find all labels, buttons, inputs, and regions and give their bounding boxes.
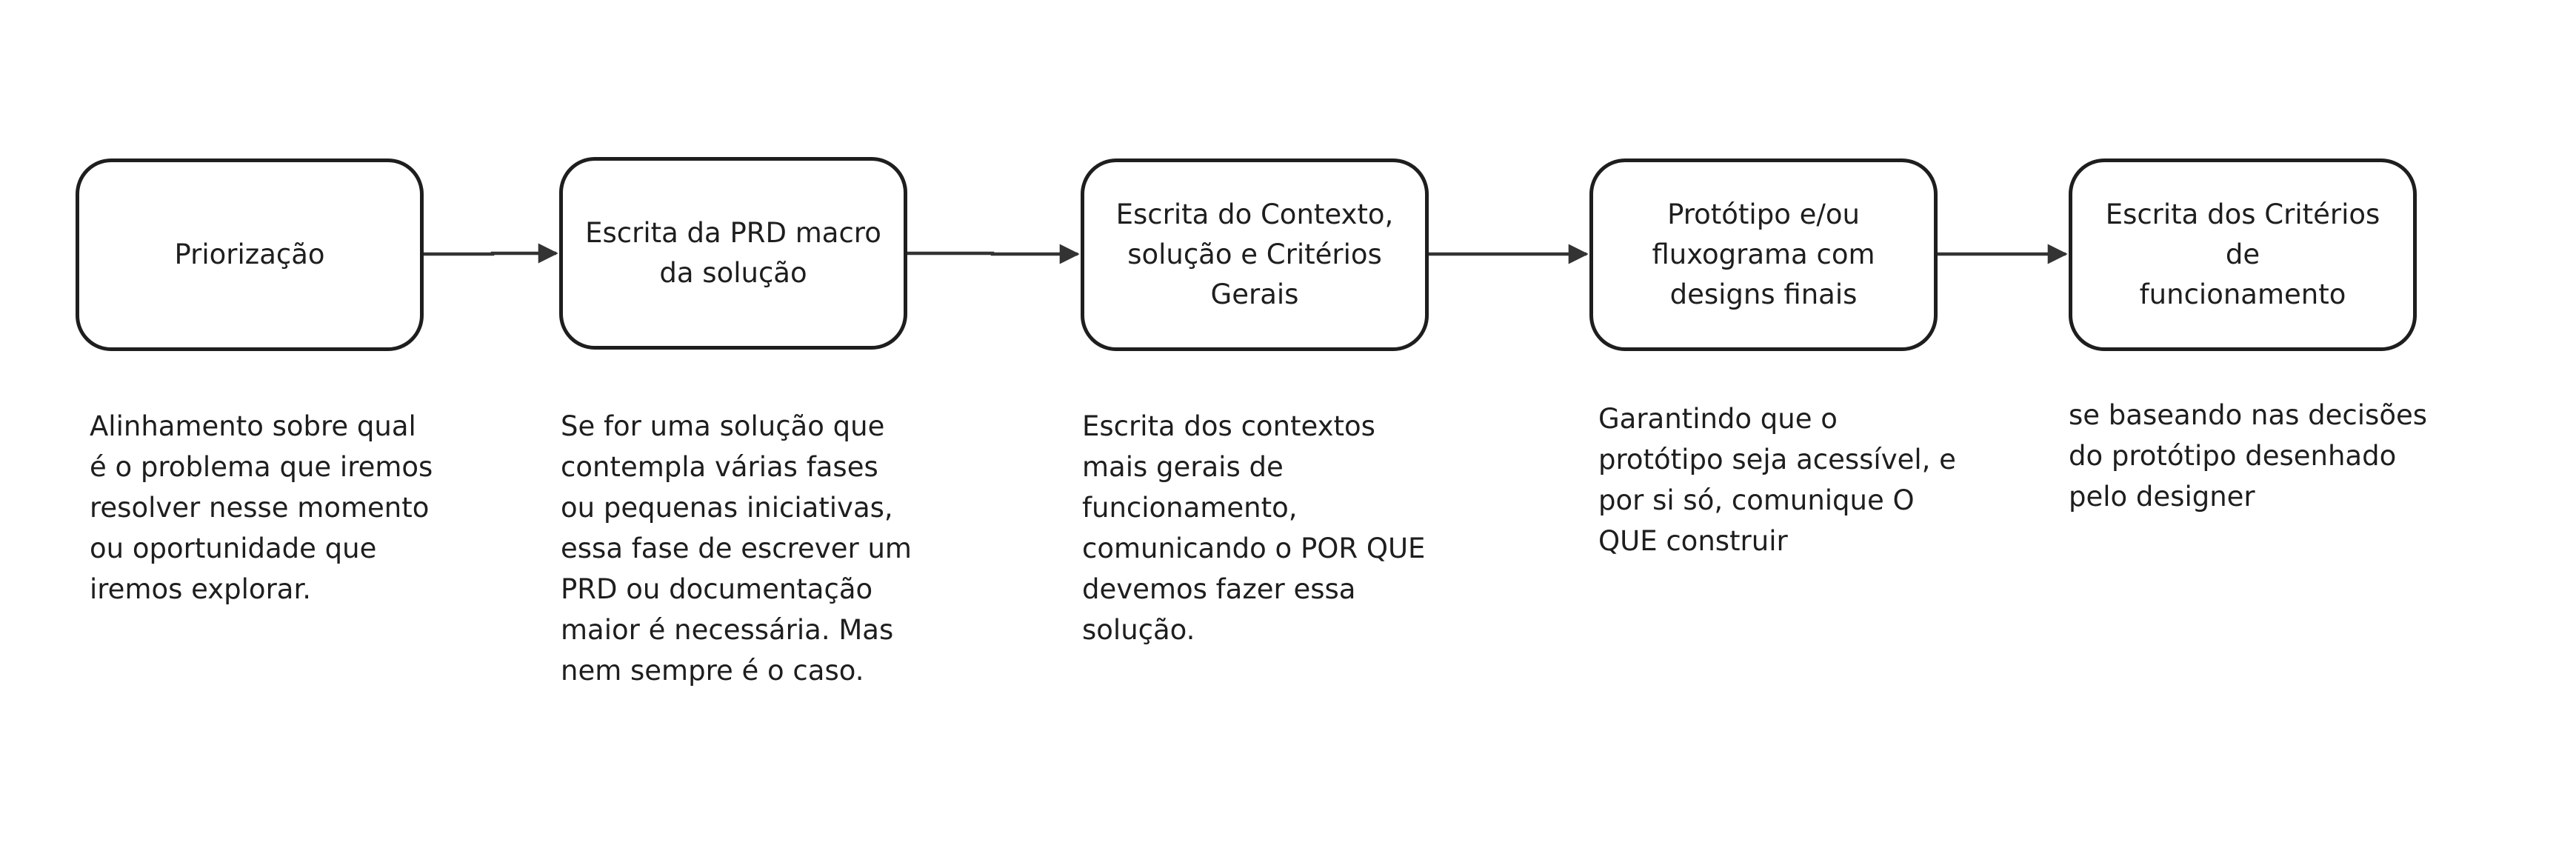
step-title-prototype: Protótipo e/ou fluxograma com designs fi… bbox=[1652, 198, 1875, 310]
connector-arrow-1-2 bbox=[424, 243, 558, 264]
step-description-prd-writing: Se for uma solução que contempla várias … bbox=[561, 410, 912, 687]
step-title-prd-writing: Escrita da PRD macro da solução bbox=[585, 217, 881, 289]
step-box-prd-writing: Escrita da PRD macro da solução bbox=[559, 157, 907, 350]
step-title-context-writing: Escrita do Contexto, solução e Critérios… bbox=[1115, 198, 1394, 310]
step-box-context-writing: Escrita do Contexto, solução e Critérios… bbox=[1081, 158, 1429, 351]
step-description-prioritization: Alinhamento sobre qual é o problema que … bbox=[90, 410, 433, 605]
step-description-criteria-writing: se baseando nas decisões do protótipo de… bbox=[2069, 399, 2427, 513]
step-box-prototype: Protótipo e/ou fluxograma com designs fi… bbox=[1589, 158, 1938, 351]
step-description-context-writing: Escrita dos contextos mais gerais de fun… bbox=[1082, 410, 1426, 646]
step-description-prototype: Garantindo que o protótipo seja acessíve… bbox=[1598, 403, 1956, 557]
step-box-prioritization: Priorização bbox=[76, 158, 424, 351]
step-title-prioritization: Priorização bbox=[174, 238, 325, 270]
step-title-criteria-writing: Escrita dos Critérios de funcionamento bbox=[2105, 198, 2380, 310]
connector-arrow-2-3 bbox=[907, 244, 1080, 264]
step-box-criteria-writing: Escrita dos Critérios de funcionamento bbox=[2069, 158, 2417, 351]
